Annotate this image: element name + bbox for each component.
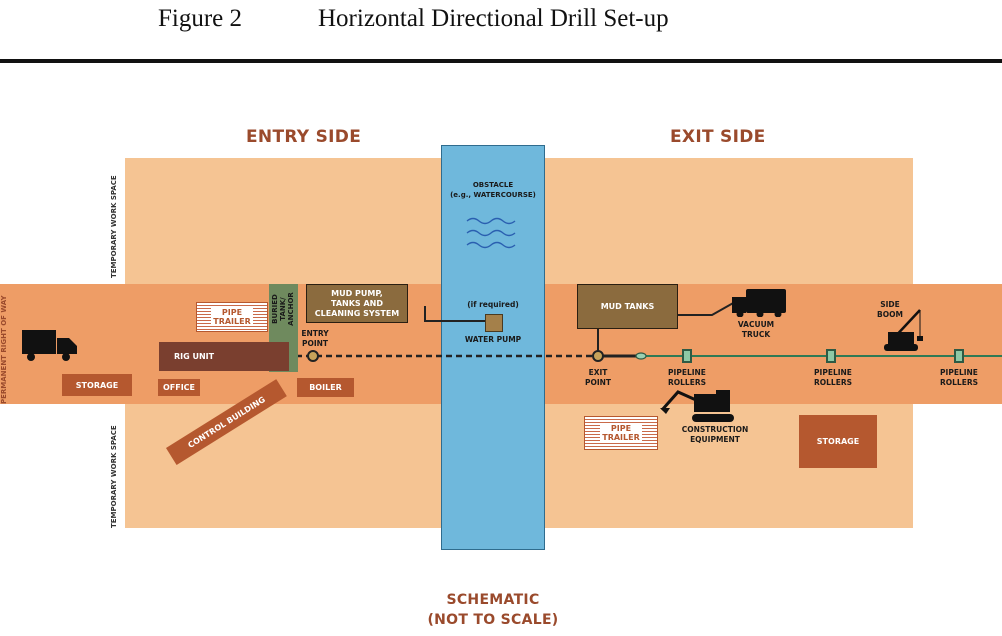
storage-exit: STORAGE (799, 415, 877, 468)
pipeline-roller-2 (826, 349, 836, 363)
obstacle-label: OBSTACLE (e.g., WATERCOURSE) (441, 180, 545, 200)
watercourse (441, 145, 545, 550)
entry-point-line1: ENTRY (301, 329, 329, 338)
header-rule (0, 59, 1002, 63)
exit-side-title: EXIT SIDE (670, 127, 766, 147)
pipe-trailer-exit-label: PIPE TRAILER (600, 424, 642, 442)
side-boom-line1: SIDE (880, 300, 900, 309)
pipeline-rollers-1-line1: PIPELINE (668, 368, 706, 377)
truck-icon (22, 330, 77, 361)
buried-tank-line3: ANCHOR (287, 292, 295, 326)
pipeline-rollers-2-line2: ROLLERS (813, 378, 852, 387)
boiler: BOILER (297, 378, 354, 397)
pipeline-rollers-3-line1: PIPELINE (940, 368, 978, 377)
figure-title: Horizontal Directional Drill Set-up (318, 5, 669, 32)
exit-point-marker (592, 350, 604, 362)
construction-equipment-line1: CONSTRUCTION (681, 425, 749, 434)
pipeline-rollers-label-3: PIPELINE ROLLERS (932, 368, 986, 388)
mud-pump-water-line (424, 306, 485, 322)
vacuum-truck-line2: TRUCK (741, 330, 771, 339)
mud-pump-line3: CLEANING SYSTEM (314, 308, 400, 318)
pipe-trailer-entry-line2: TRAILER (213, 317, 251, 326)
vacuum-truck-line (676, 301, 736, 316)
pipeline-rollers-1-line2: ROLLERS (667, 378, 706, 387)
boiler-label: BOILER (309, 383, 342, 392)
mud-pump-line2: TANKS AND (330, 298, 383, 308)
if-required-label: (if required) (467, 300, 519, 309)
excavator-icon (660, 390, 734, 422)
schematic-line2: (NOT TO SCALE) (427, 612, 559, 628)
pipe-trailer-exit-line1: PIPE (610, 424, 632, 433)
exit-point-line2: POINT (584, 378, 612, 387)
exit-point-line1: EXIT (588, 368, 608, 377)
pipe-trailer-entry: PIPE TRAILER (196, 302, 268, 332)
storage-entry-label: STORAGE (75, 380, 119, 390)
buried-tank-label: BURIED TANK/ ANCHOR (271, 285, 295, 333)
storage-exit-label: STORAGE (816, 437, 860, 446)
pipe-trailer-exit-line2: TRAILER (602, 433, 640, 442)
schematic-note: SCHEMATIC (NOT TO SCALE) (393, 590, 593, 630)
rig-unit-label: RIG UNIT (174, 352, 215, 361)
pipeline-rollers-label-1: PIPELINE ROLLERS (660, 368, 714, 388)
pipe-trailer-exit: PIPE TRAILER (584, 416, 658, 450)
figure-number: Figure 2 (158, 5, 243, 32)
rig-unit: RIG UNIT (159, 342, 289, 371)
obstacle-line1: OBSTACLE (472, 181, 514, 189)
schematic-line1: SCHEMATIC (446, 592, 540, 608)
vacuum-truck-label: VACUUM TRUCK (726, 320, 786, 340)
buried-tank-line1: BURIED (271, 294, 279, 324)
storage-entry: STORAGE (62, 374, 132, 396)
office-label: OFFICE (162, 383, 196, 392)
side-boom-line2: BOOM (877, 310, 903, 319)
entry-point-marker (307, 350, 319, 362)
mud-tanks-label: MUD TANKS (600, 301, 655, 311)
mud-tanks: MUD TANKS (577, 284, 678, 329)
construction-equipment-label: CONSTRUCTION EQUIPMENT (670, 425, 760, 445)
pipeline-roller-1 (682, 349, 692, 363)
pipe-trailer-entry-line1: PIPE (221, 308, 243, 317)
water-pump (485, 314, 503, 332)
buried-tank-line2: TANK/ (279, 297, 287, 321)
side-boom-label: SIDE BOOM (870, 300, 910, 320)
vacuum-truck-line1: VACUUM (737, 320, 775, 329)
side-boom-icon (884, 309, 923, 351)
office: OFFICE (158, 379, 200, 396)
pull-head (635, 352, 647, 360)
water-pump-label: WATER PUMP (464, 335, 522, 344)
pipeline-rollers-3-line2: ROLLERS (939, 378, 978, 387)
entry-side-title: ENTRY SIDE (246, 127, 362, 147)
exit-point-label: EXIT POINT (578, 368, 618, 388)
water-waves-icon (466, 217, 516, 249)
pipeline-rollers-2-line1: PIPELINE (814, 368, 852, 377)
vacuum-truck-icon (732, 289, 786, 317)
entry-point-label: ENTRY POINT (295, 329, 335, 349)
entry-point-line2: POINT (301, 339, 329, 348)
pipe-trailer-entry-label: PIPE TRAILER (211, 308, 253, 326)
construction-equipment-line2: EQUIPMENT (690, 435, 740, 444)
pipeline-roller-3 (954, 349, 964, 363)
obstacle-line2: (e.g., WATERCOURSE) (450, 191, 536, 199)
mud-pump-line1: MUD PUMP, (331, 288, 383, 298)
mud-pump-tanks-cleaning-system: MUD PUMP, TANKS AND CLEANING SYSTEM (306, 284, 408, 323)
pipeline-rollers-label-2: PIPELINE ROLLERS (806, 368, 860, 388)
